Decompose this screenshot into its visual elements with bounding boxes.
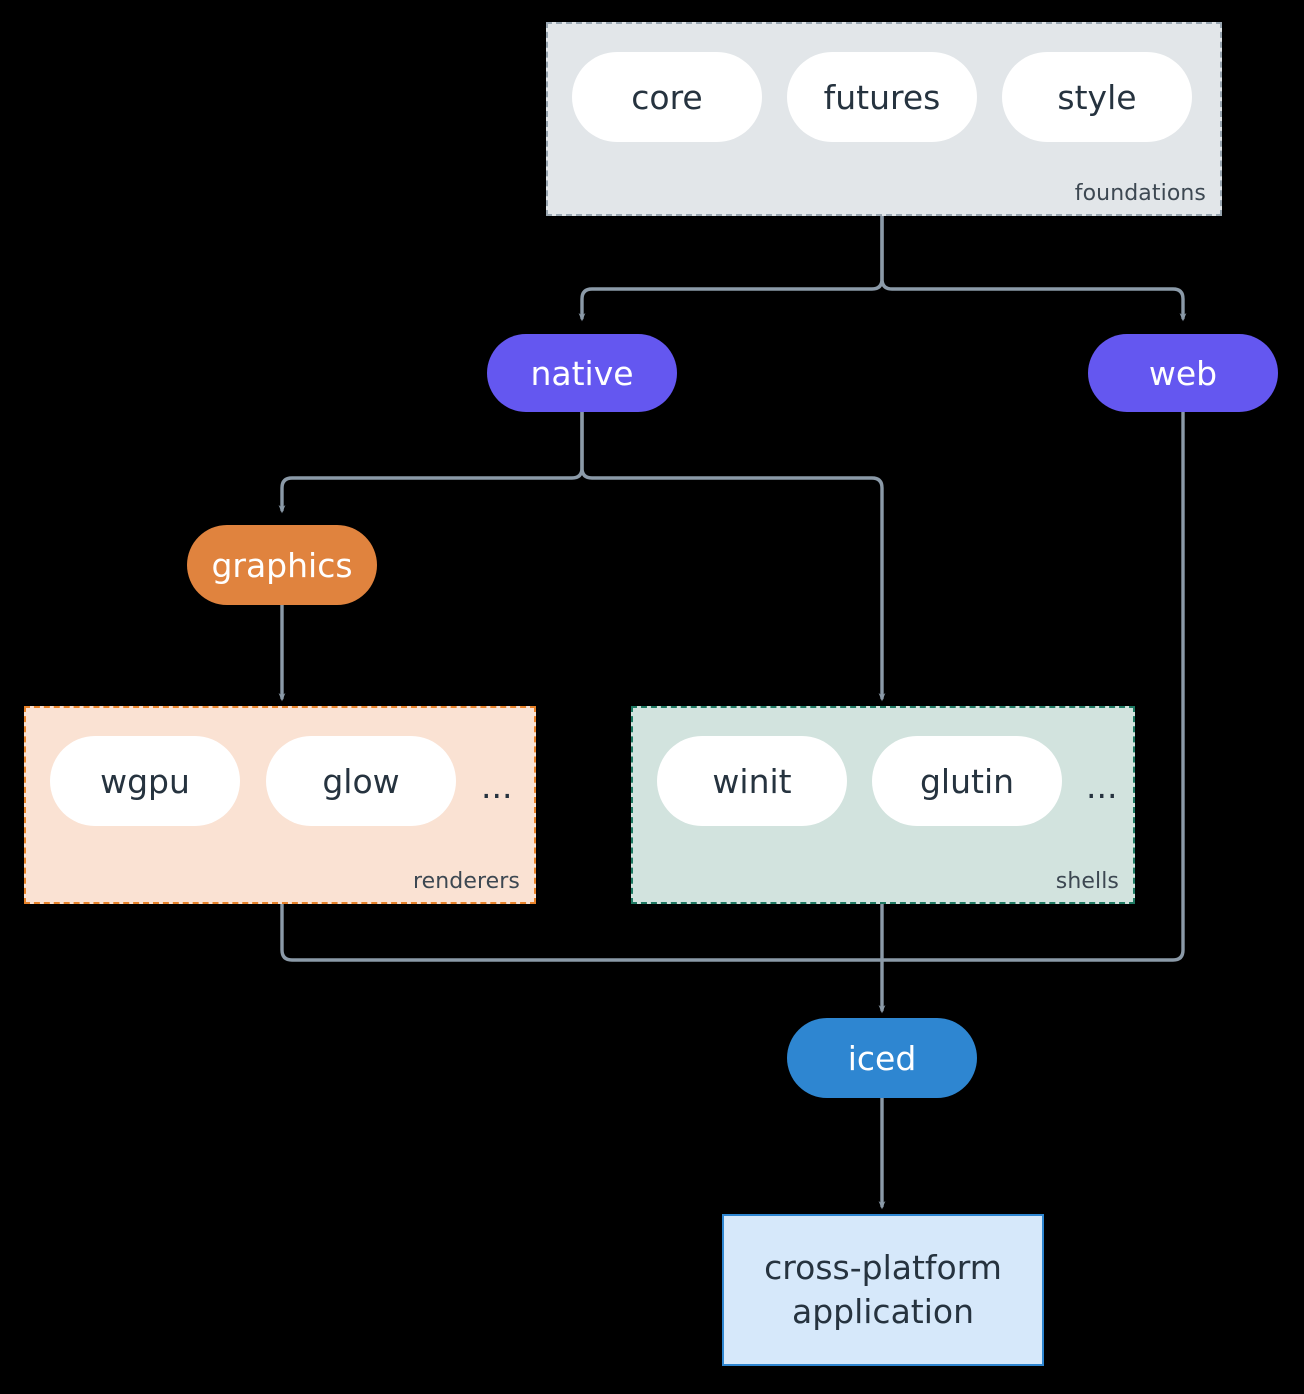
pill-glow-label: glow [322, 761, 400, 801]
edge-foundations-native [578, 214, 884, 322]
node-native-label: native [530, 353, 634, 393]
cluster-foundations-label: foundations [1074, 181, 1206, 206]
pill-glutin-label: glutin [919, 761, 1015, 801]
pill-more-shells-label: ... [1086, 767, 1118, 806]
pill-more-renderers-label: ... [481, 767, 513, 806]
node-native[interactable]: native [487, 334, 677, 412]
cluster-shells-label: shells [1055, 869, 1119, 894]
node-application-line2: application [791, 1292, 975, 1331]
pill-glow[interactable]: glow [266, 736, 456, 826]
node-iced[interactable]: iced [787, 1018, 977, 1098]
edge-renderers-iced [280, 902, 884, 962]
pill-futures-label: futures [823, 77, 941, 117]
pill-winit[interactable]: winit [657, 736, 847, 826]
pill-core[interactable]: core [572, 52, 762, 142]
pill-more-shells: ... [1086, 770, 1117, 803]
node-web[interactable]: web [1088, 334, 1278, 412]
pill-core-label: core [631, 77, 703, 117]
pill-futures[interactable]: futures [787, 52, 977, 142]
pill-wgpu[interactable]: wgpu [50, 736, 240, 826]
pill-style-label: style [1057, 77, 1137, 117]
node-application[interactable]: cross-platform application [722, 1214, 1044, 1366]
cluster-renderers-label: renderers [412, 869, 520, 894]
pill-more-renderers: ... [481, 770, 512, 803]
node-application-line1: cross-platform [764, 1248, 1002, 1288]
pill-wgpu-label: wgpu [100, 761, 190, 801]
node-graphics-label: graphics [211, 545, 353, 585]
edge-native-graphics [278, 410, 584, 514]
node-graphics[interactable]: graphics [187, 525, 377, 605]
pill-style[interactable]: style [1002, 52, 1192, 142]
edge-native-shells [580, 410, 886, 702]
node-web-label: web [1148, 353, 1218, 393]
pill-winit-label: winit [712, 761, 792, 801]
node-iced-label: iced [847, 1038, 917, 1078]
pill-glutin[interactable]: glutin [872, 736, 1062, 826]
edge-foundations-web [880, 214, 1187, 322]
